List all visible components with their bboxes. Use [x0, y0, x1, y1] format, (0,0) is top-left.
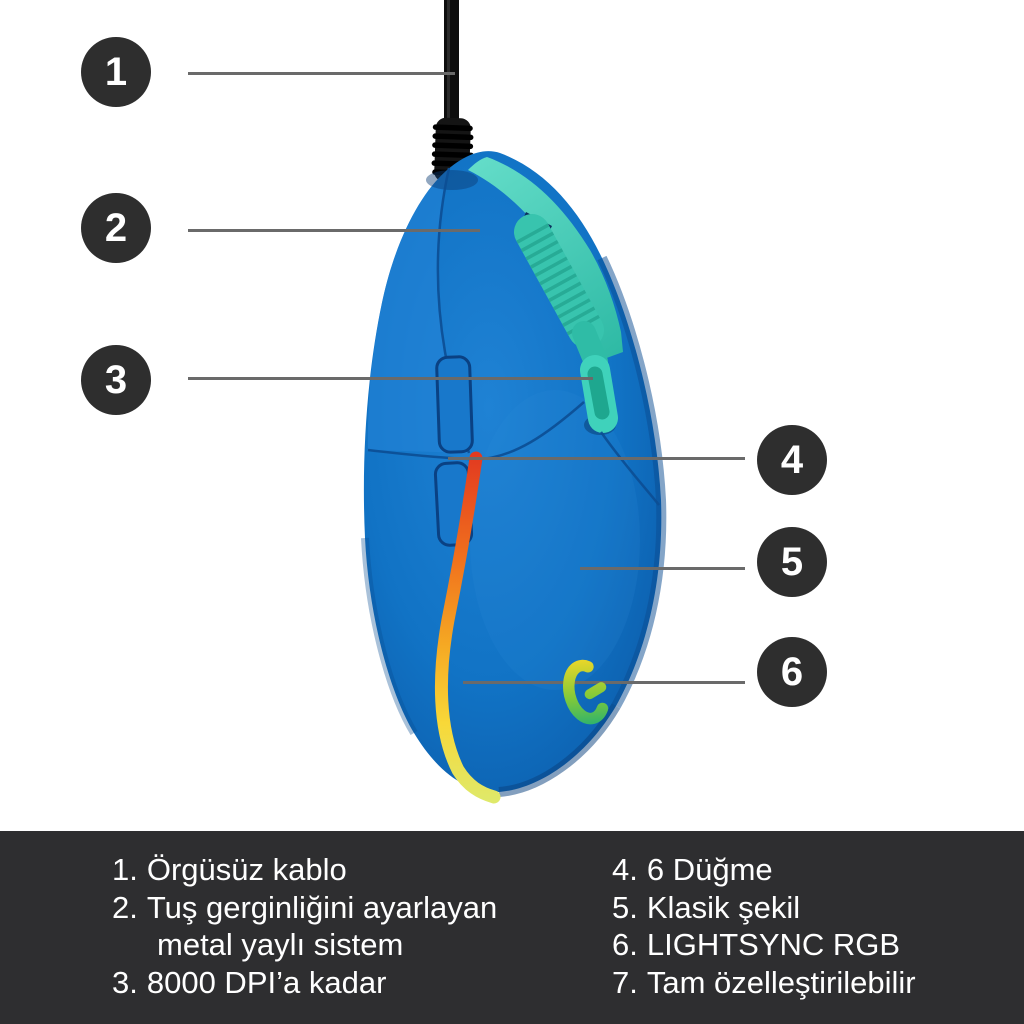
mouse-body	[361, 151, 667, 797]
feature-number: 2.	[112, 889, 138, 925]
feature-item-3: 3.8000 DPI’a kadar	[112, 964, 497, 1002]
teal-accent-stripe	[468, 157, 623, 360]
feature-item-2-wrap: metal yaylı sistem	[112, 926, 497, 964]
callout-number: 3	[104, 357, 128, 402]
feature-text: LIGHTSYNC RGB	[646, 927, 901, 963]
feature-item-6: 6.LIGHTSYNC RGB	[612, 926, 916, 964]
feature-text: Tuş gerginliğini ayarlayan	[146, 889, 498, 925]
feature-number: 3.	[112, 964, 138, 1000]
feature-number: 5.	[612, 889, 638, 925]
feature-text: Tam özelleştirilebilir	[646, 964, 916, 1000]
feature-column-right: 4.6 Düğme 5.Klasik şekil 6.LIGHTSYNC RGB…	[612, 851, 916, 1001]
logitech-g-logo-icon	[563, 659, 609, 725]
feature-list-panel: 1.Örgüsüz kablo 2.Tuş gerginliğini ayarl…	[0, 831, 1024, 1024]
callout-circle-3: 3	[81, 345, 151, 415]
feature-text: Örgüsüz kablo	[146, 852, 347, 887]
feature-text: metal yaylı sistem	[157, 927, 404, 963]
mouse-cable	[444, 0, 459, 126]
callout-circle-1: 1	[81, 37, 151, 107]
mouse-illustration	[188, 0, 745, 804]
feature-item-4: 4.6 Düğme	[612, 851, 916, 889]
callout-number: 6	[780, 649, 804, 694]
feature-item-1: 1.Örgüsüz kablo	[112, 851, 497, 889]
feature-text: 6 Düğme	[646, 852, 773, 887]
dpi-button	[580, 355, 618, 435]
feature-text: 8000 DPI’a kadar	[146, 964, 387, 1000]
feature-number: 4.	[612, 852, 638, 887]
callout-circle-5: 5	[757, 527, 827, 597]
feature-number: 6.	[612, 927, 638, 963]
callout-number: 2	[104, 205, 128, 250]
feature-column-left: 1.Örgüsüz kablo 2.Tuş gerginliğini ayarl…	[112, 851, 497, 1001]
callout-circle-6: 6	[757, 637, 827, 707]
callout-leader-lines	[188, 72, 745, 684]
callout-number: 1	[104, 49, 128, 94]
callout-number: 5	[780, 539, 804, 584]
feature-item-5: 5.Klasik şekil	[612, 889, 916, 927]
rgb-light-strip	[434, 451, 501, 804]
feature-number: 7.	[612, 964, 638, 1000]
feature-item-2: 2.Tuş gerginliğini ayarlayan	[112, 889, 497, 927]
callout-circle-4: 4	[757, 425, 827, 495]
side-button-forward	[435, 355, 474, 454]
feature-text: Klasik şekil	[646, 889, 801, 925]
callout-circle-2: 2	[81, 193, 151, 263]
callout-number: 4	[780, 437, 804, 482]
feature-number: 1.	[112, 852, 138, 887]
feature-item-7: 7.Tam özelleştirilebilir	[612, 964, 916, 1002]
